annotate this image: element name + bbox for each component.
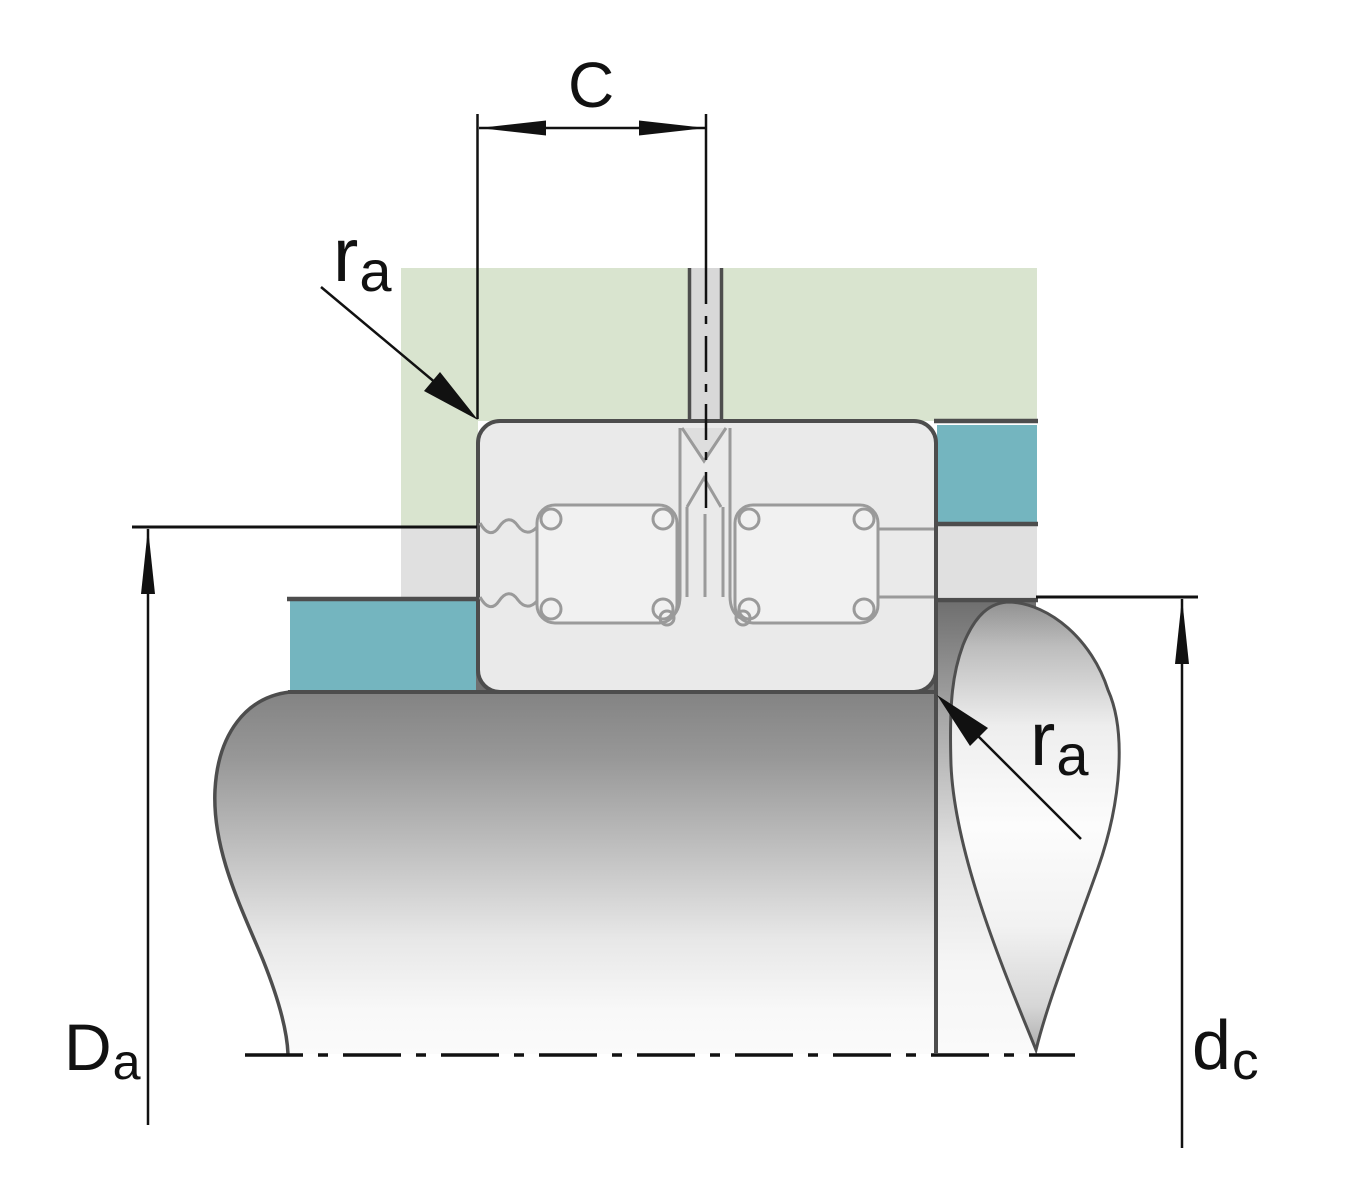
dim-label-da: Da [64, 1014, 141, 1087]
arrow-ra-shaft [937, 695, 988, 746]
arrow-ra-housing [424, 372, 478, 420]
roller-left-corner [539, 597, 563, 621]
ra-shaft-sub: a [1056, 724, 1089, 789]
rib-wall-left [669, 428, 682, 620]
housing-abutment-ring [937, 425, 1037, 523]
dc-sub: c [1231, 1031, 1259, 1091]
grease-groove-v [680, 427, 728, 464]
clearance-band-left [401, 528, 478, 598]
rib-foot-right [734, 609, 752, 627]
shaft-outline [213, 690, 936, 1055]
ra-shaft-base: r [1030, 697, 1056, 782]
roller-left-corner [539, 507, 563, 531]
roller-right [733, 503, 880, 625]
dim-label-c-text: C [568, 49, 615, 121]
dimensions [132, 114, 1198, 1148]
da-sub: a [112, 1034, 141, 1091]
clearance-band-right [937, 526, 1037, 597]
leader-ra-housing [320, 286, 438, 385]
roller-left-corner [651, 597, 675, 621]
grease-groove-fill [682, 428, 726, 461]
roller-right-corner [737, 507, 761, 531]
da-base: D [64, 1010, 112, 1084]
dim-label-c: C [568, 53, 614, 117]
break-line-upper-left [478, 518, 539, 535]
ra-housing-sub: a [359, 240, 392, 305]
dim-label-dc: dc [1192, 1010, 1259, 1088]
arrow-dc-up [1175, 598, 1189, 664]
rib-foot-left [658, 609, 676, 627]
arrow-c-left [479, 120, 546, 136]
break-line-lower-left [478, 592, 539, 609]
shaft-abutment-ring [290, 601, 477, 691]
roller-left [535, 503, 679, 625]
dc-base: d [1192, 1006, 1231, 1084]
shaft-body [214, 692, 936, 1054]
oil-hole-chamfer [685, 475, 723, 508]
ra-housing-base: r [333, 213, 359, 298]
rib-wall-right [728, 428, 741, 620]
dim-label-ra-housing: ra [333, 218, 391, 302]
roller-left-corner [651, 507, 675, 531]
dimension-arrowheads [141, 120, 1189, 746]
arrow-c-right [639, 120, 706, 136]
arrow-da-up [141, 528, 155, 594]
roller-right-corner [852, 507, 876, 531]
roller-right-corner [852, 597, 876, 621]
bearing-internals [478, 427, 934, 627]
dim-label-ra-shaft: ra [1030, 702, 1088, 786]
leader-ra-shaft [976, 734, 1082, 840]
